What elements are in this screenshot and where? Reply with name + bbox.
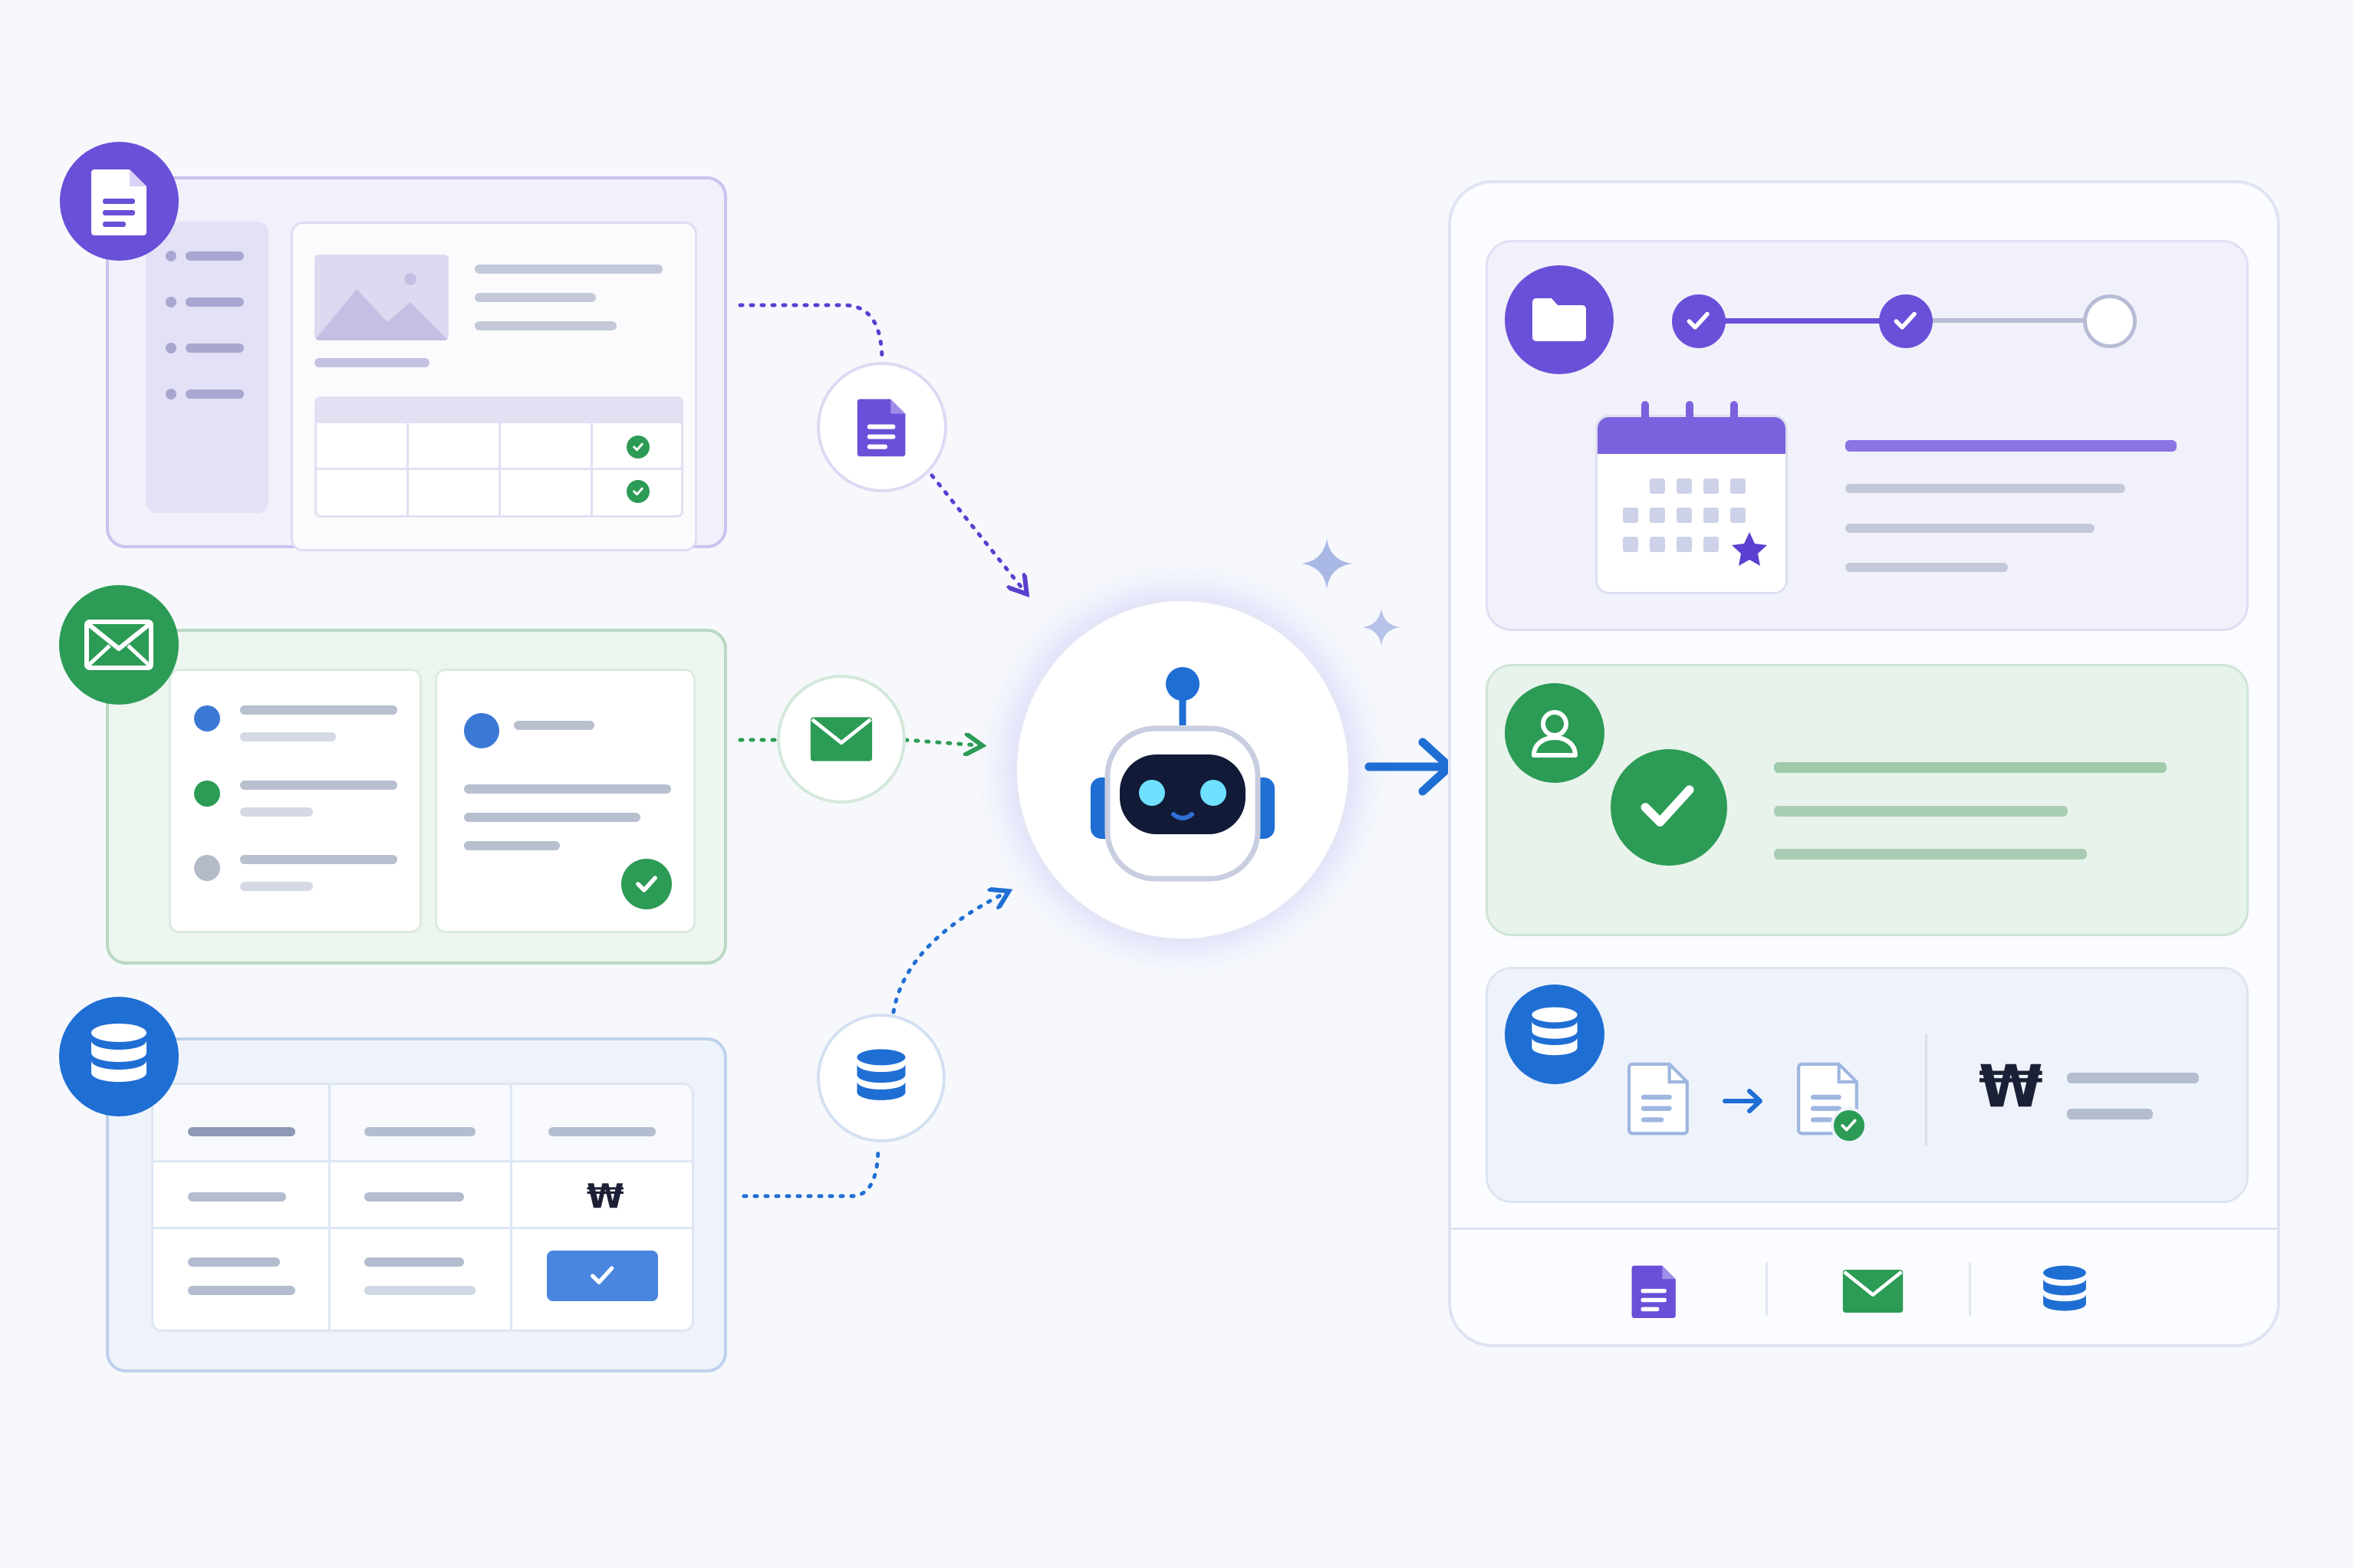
tab-document[interactable] <box>1624 1261 1685 1322</box>
sparkle-icon <box>1362 608 1400 646</box>
connector-document <box>738 303 884 363</box>
folder-badge <box>1505 265 1614 374</box>
image-placeholder-icon <box>314 255 449 340</box>
database-icon <box>2043 1265 2086 1311</box>
check-icon <box>1831 1107 1868 1144</box>
step-done-2 <box>1879 294 1933 348</box>
connector-email-arrow <box>903 740 978 745</box>
approve-button[interactable] <box>547 1251 658 1301</box>
connector-document-arrow <box>930 473 1024 590</box>
check-icon <box>1894 311 1917 330</box>
schedule-section <box>1486 240 2249 631</box>
user-icon <box>1532 710 1578 758</box>
email-card <box>106 629 727 965</box>
database-icon <box>91 1024 146 1082</box>
check-icon <box>627 436 650 459</box>
database-icon <box>857 1049 906 1100</box>
database-badge <box>59 997 179 1116</box>
folder-icon <box>1532 298 1586 341</box>
tab-database[interactable] <box>2034 1261 2095 1322</box>
robot-hub <box>1014 598 1351 942</box>
divider <box>1925 1034 1927 1146</box>
robot-icon <box>1091 667 1275 882</box>
check-icon <box>590 1266 614 1284</box>
document-icon <box>1627 1062 1689 1136</box>
document-card-sidebar <box>146 222 268 513</box>
currency-symbol: ₩ <box>587 1177 624 1216</box>
tab-divider <box>1969 1262 1971 1316</box>
database-table: ₩ <box>151 1083 694 1332</box>
step-pending <box>2083 294 2137 348</box>
user-badge <box>1505 683 1604 783</box>
footer-divider <box>1451 1228 2277 1230</box>
document-card-content <box>291 222 697 551</box>
email-node <box>777 675 906 804</box>
calendar-icon <box>1595 415 1788 594</box>
document-icon <box>90 169 146 235</box>
database-icon <box>1532 1007 1578 1056</box>
footer-tabs <box>1451 1230 2277 1345</box>
connector-database <box>742 1144 880 1198</box>
document-icon <box>857 399 906 457</box>
connector-database-arrow <box>891 893 1005 1014</box>
approval-section <box>1486 664 2249 936</box>
sparkle-icon <box>1302 538 1352 589</box>
arrow-right-icon <box>1723 1089 1762 1113</box>
email-list <box>169 669 422 933</box>
processing-section: ₩ <box>1486 967 2249 1203</box>
check-icon <box>627 480 650 503</box>
document-table <box>314 396 683 518</box>
document-node <box>817 362 947 492</box>
tab-divider <box>1766 1262 1768 1316</box>
output-panel: ₩ <box>1448 180 2280 1347</box>
email-detail <box>435 669 696 933</box>
envelope-icon <box>1842 1270 1904 1313</box>
progress-stepper <box>1672 294 2147 348</box>
currency-symbol: ₩ <box>1979 1052 2043 1120</box>
envelope-icon <box>84 620 153 670</box>
document-card <box>106 176 727 551</box>
star-icon <box>1732 532 1767 566</box>
step-done-1 <box>1672 294 1726 348</box>
email-badge <box>59 585 179 705</box>
database-card: ₩ <box>106 1037 727 1372</box>
document-icon <box>1631 1265 1676 1318</box>
database-node <box>817 1014 946 1142</box>
check-icon <box>621 859 672 909</box>
check-icon <box>1611 749 1727 866</box>
check-icon <box>1687 311 1710 330</box>
tab-email[interactable] <box>1838 1261 1907 1322</box>
document-badge <box>60 142 179 261</box>
envelope-icon <box>810 717 873 761</box>
database-badge-output <box>1505 985 1604 1084</box>
